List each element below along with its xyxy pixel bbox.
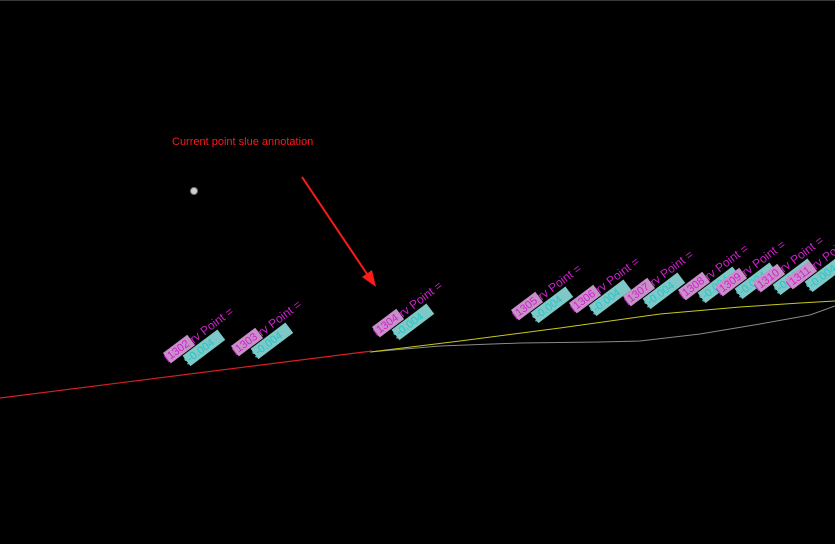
red-arrow [301, 176, 376, 287]
slue-value-box [642, 272, 686, 310]
ex-surv-point-value-box [230, 327, 264, 357]
slue-value-box [588, 279, 632, 317]
slue-value-box [804, 255, 835, 293]
ex-surv-point-value-box [714, 267, 748, 297]
slue-value-box [391, 303, 435, 341]
slue-annotation[interactable]: Ex Surv Point =1303Slue:-0.004 [229, 297, 312, 369]
slue-annotation[interactable]: Ex Surv Point =1304Slue:-0.004 [370, 278, 453, 350]
slue-annotation[interactable]: Ex Surv Point =1302Slue:-0.004 [161, 304, 244, 376]
design-string-line[interactable] [369, 300, 835, 353]
ex-surv-point-value-box [371, 308, 405, 338]
ex-surv-point-value-box [622, 277, 656, 307]
existing-string-line[interactable] [369, 305, 835, 353]
ex-surv-point-value-box [784, 260, 818, 290]
callout-text: Current point slue annotation [172, 136, 314, 148]
ex-surv-point-value-box [568, 284, 602, 314]
slue-value-box [182, 329, 226, 367]
slue-value-box [250, 322, 294, 360]
survey-point-marker[interactable] [190, 187, 198, 195]
ex-surv-point-value-box [162, 334, 196, 364]
ex-surv-point-value-box [510, 291, 544, 321]
proposed-alignment-line[interactable] [0, 350, 373, 399]
ex-surv-point-value-box [752, 263, 786, 293]
slue-value-box [530, 286, 574, 324]
ex-surv-point-value-box [677, 271, 711, 301]
